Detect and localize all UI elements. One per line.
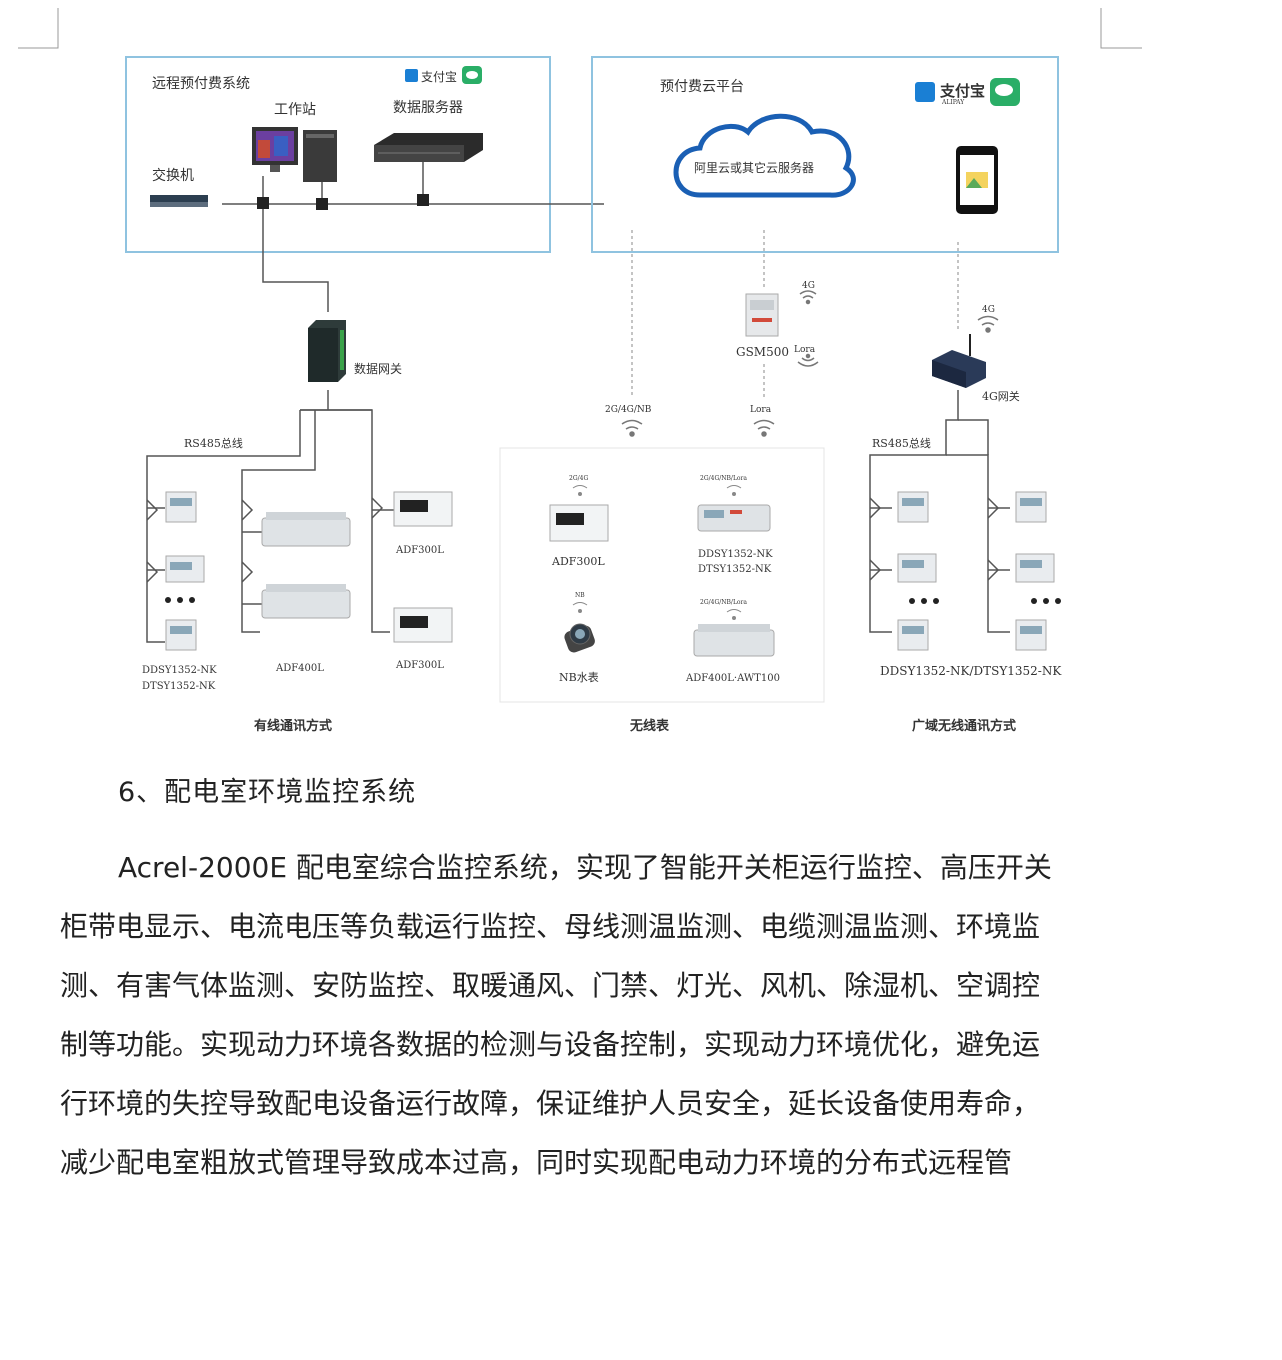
4g-gateway-label: 4G网关 xyxy=(982,389,1020,403)
remote-prepaid-title: 远程预付费系统 xyxy=(152,76,250,92)
wired-caption: 有线通讯方式 xyxy=(254,718,332,734)
data-server-icon xyxy=(374,133,483,162)
gsm-lora-label: Lora xyxy=(794,345,816,355)
adf300l-meter-icon xyxy=(393,491,453,643)
signal-icon xyxy=(977,315,999,333)
rs485-bus-label: RS485总线 xyxy=(184,436,243,450)
wan-4g-label: 4G xyxy=(982,305,995,315)
alipay-logo: 支付宝 xyxy=(405,69,457,84)
paragraph-line: 测、有害气体监测、安防监控、取暖通风、门禁、灯光、风机、除湿机、空调控 xyxy=(60,969,1041,1002)
ddsy-meter-icon xyxy=(165,491,205,651)
signal-icon xyxy=(572,602,588,613)
workstation-label: 工作站 xyxy=(274,102,316,118)
ellipsis-icon xyxy=(165,597,195,603)
wan-bus-lines xyxy=(869,390,1010,633)
lan-node xyxy=(417,194,429,206)
page-corner-marks xyxy=(18,8,1142,49)
cloud-platform-title: 预付费云平台 xyxy=(660,79,744,95)
cloud-label: 阿里云或其它云服务器 xyxy=(694,160,814,175)
ddsy-sig-label: 2G/4G/NB/Lora xyxy=(700,475,747,482)
adf400l-meter-icon xyxy=(693,624,775,657)
nb-water-meter-icon xyxy=(564,623,595,653)
sig-left-label: 2G/4G/NB xyxy=(605,405,652,415)
alipay-name: 支付宝 xyxy=(939,82,985,100)
alipay-badge-text: 支付宝 xyxy=(421,70,457,84)
ddsy-meter-icon xyxy=(897,491,1055,651)
section-paragraph: Acrel-2000E 配电室综合监控系统，实现了智能开关柜运行监控、高压开关 … xyxy=(60,838,1120,1192)
workstation-icon xyxy=(252,127,337,182)
wireless-meters-box xyxy=(499,447,825,703)
meter1-label-b: DTSY1352-NK xyxy=(142,681,216,692)
nb-water-label: NB水表 xyxy=(559,670,599,684)
signal-icon xyxy=(726,485,742,496)
paragraph-line: 行环境的失控导致配电设备运行故障，保证维护人员安全，延长设备使用寿命， xyxy=(60,1087,1041,1120)
cloud-server-icon: 阿里云或其它云服务器 xyxy=(673,113,856,198)
meter2-label: ADF400L xyxy=(275,663,324,674)
adf400-sig-label: 2G/4G/NB/Lora xyxy=(700,599,747,606)
4g-gateway-icon xyxy=(932,334,986,388)
adf300-sig-label: 2G/4G xyxy=(569,475,588,482)
meter1-label-a: DDSY1352-NK xyxy=(142,665,217,676)
meter3-label: ADF300L xyxy=(395,545,444,556)
ellipsis-icon xyxy=(909,598,1061,604)
wan-rs485-label: RS485总线 xyxy=(872,436,931,450)
paragraph-line: 柜带电显示、电流电压等负载运行监控、母线测温监测、电缆测温监测、环境监 xyxy=(60,910,1041,943)
gsm500-label: GSM500 xyxy=(736,345,789,359)
data-gateway-label: 数据网关 xyxy=(354,361,402,376)
data-server-label: 数据服务器 xyxy=(393,100,463,116)
ddsy-meter-icon xyxy=(697,504,771,532)
signal-icon xyxy=(726,609,742,620)
wan-caption: 广域无线通讯方式 xyxy=(912,718,1016,734)
lan-node xyxy=(257,197,269,209)
paragraph-line: 减少配电室粗放式管理导致成本过高，同时实现配电动力环境的分布式远程管 xyxy=(60,1146,1013,1179)
signal-icon xyxy=(621,290,819,437)
wired-bus-lines xyxy=(146,390,394,643)
alipay-logo: 支付宝 ALIPAY xyxy=(915,82,985,106)
gsm500-icon xyxy=(745,293,779,337)
sig-right-label: Lora xyxy=(750,405,772,415)
wireless-adf300-label: ADF300L xyxy=(551,555,605,568)
switch-icon xyxy=(150,195,208,207)
prepaid-cloud-platform-box xyxy=(591,56,1059,253)
data-gateway-icon xyxy=(308,320,346,382)
wechat-pay-logo xyxy=(990,78,1020,106)
gsm-4g-label: 4G xyxy=(802,281,815,291)
wireless-ddsy-a: DDSY1352-NK xyxy=(698,549,773,560)
wan-meters-label: DDSY1352-NK/DTSY1352-NK xyxy=(880,664,1062,678)
nb-sig-label: NB xyxy=(575,592,585,599)
section-heading: 6、配电室环境监控系统 xyxy=(118,777,417,808)
adf400l-meter-icon xyxy=(261,512,351,619)
wired-link xyxy=(262,209,329,312)
remote-prepaid-system-box xyxy=(125,56,551,253)
paragraph-line: 制等功能。实现动力环境各数据的检测与设备控制，实现动力环境优化，避免运 xyxy=(60,1028,1041,1061)
system-architecture-diagram: 远程预付费系统 支付宝 工作站 数据服务器 交换机 预付费云平台 阿里云或其它云 xyxy=(125,56,1062,734)
adf300l-meter-icon xyxy=(549,504,609,542)
wireless-adf400-label: ADF400L·AWT100 xyxy=(685,673,780,684)
wireless-caption: 无线表 xyxy=(629,718,670,734)
wechat-pay-logo xyxy=(462,66,482,84)
paragraph-line: Acrel-2000E 配电室综合监控系统，实现了智能开关柜运行监控、高压开关 xyxy=(118,851,1052,884)
switch-label: 交换机 xyxy=(152,167,194,184)
signal-icon xyxy=(572,485,588,496)
smartphone-icon xyxy=(956,146,998,214)
wireless-ddsy-b: DTSY1352-NK xyxy=(698,564,772,575)
alipay-sub: ALIPAY xyxy=(941,99,965,106)
meter3b-label: ADF300L xyxy=(395,660,444,671)
lan-node xyxy=(316,198,328,210)
